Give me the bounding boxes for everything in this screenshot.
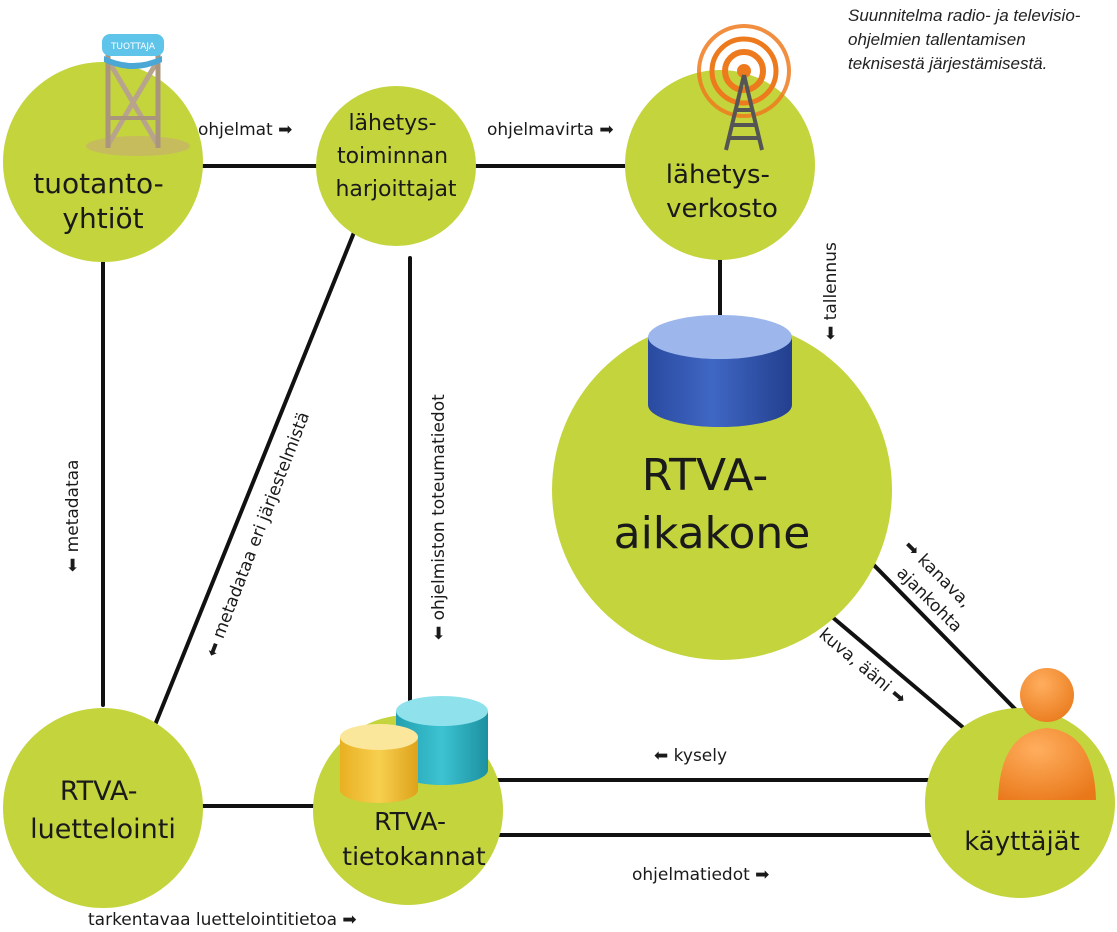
node-production	[3, 62, 203, 262]
label-kysely: ⬅ kysely	[654, 746, 727, 766]
chair-label: TUOTTAJA	[110, 42, 156, 52]
node-users	[925, 708, 1115, 898]
connector-lines	[101, 164, 1020, 837]
label-metadataa: ⬅ metadataa	[63, 460, 83, 572]
node-databases-label: RTVA- tietokannat	[342, 807, 486, 871]
node-broadcasters	[316, 86, 476, 246]
label-ohjelmatiedot: ohjelmatiedot ➡	[632, 865, 769, 885]
user-person-icon	[998, 668, 1096, 800]
plan-title-line: ohjelmien tallentamisen	[848, 30, 1026, 49]
node-broadcasters-label: lähetys- toiminnan harjoittajat	[335, 111, 456, 202]
node-network	[625, 70, 815, 260]
line-broadcasters-cataloguing	[153, 228, 357, 727]
plan-title-line: teknisestä järjestämisestä.	[848, 54, 1048, 73]
plan-title-note: Suunnitelma radio- ja televisio- ohjelmi…	[848, 4, 1117, 76]
node-network-label: lähetys- verkosto	[666, 160, 778, 224]
line-users-timemachine-upper	[860, 551, 1020, 714]
plan-title-line: Suunnitelma radio- ja televisio-	[848, 6, 1081, 25]
directors-chair-icon: TUOTTAJA	[86, 34, 190, 156]
node-timemachine	[552, 320, 892, 660]
label-ohjelmavirta: ohjelmavirta ➡	[487, 120, 614, 140]
broadcast-tower-icon	[697, 24, 791, 151]
node-users-label: käyttäjät	[964, 827, 1080, 857]
node-timemachine-label: RTVA- aikakone	[614, 450, 811, 559]
node-production-label: tuotanto- yhtiöt	[33, 167, 172, 235]
line-timemachine-users-lower	[816, 603, 974, 737]
label-tallennus: ⬅ tallennus	[821, 242, 841, 340]
label-ohjelmat: ohjelmat ➡	[198, 120, 292, 140]
node-cataloguing-label: RTVA- luettelointi	[30, 776, 176, 845]
label-tarkentavaa: tarkentavaa luettelointitietoa ➡	[88, 910, 357, 930]
node-labels: tuotanto- yhtiöt lähetys- toiminnan harj…	[30, 111, 1080, 871]
label-kuva-aani: kuva, ääni ➡	[815, 625, 910, 709]
node-circles	[3, 62, 1115, 908]
database-cylinder-icon	[648, 315, 792, 427]
database-pair-icon	[340, 696, 488, 803]
node-cataloguing	[3, 708, 203, 908]
label-metadataa-eri: ⬅ metadataa eri järjestelmistä	[202, 409, 314, 660]
label-toteumatiedot: ⬅ ohjelmiston toteumatiedot	[429, 394, 449, 640]
